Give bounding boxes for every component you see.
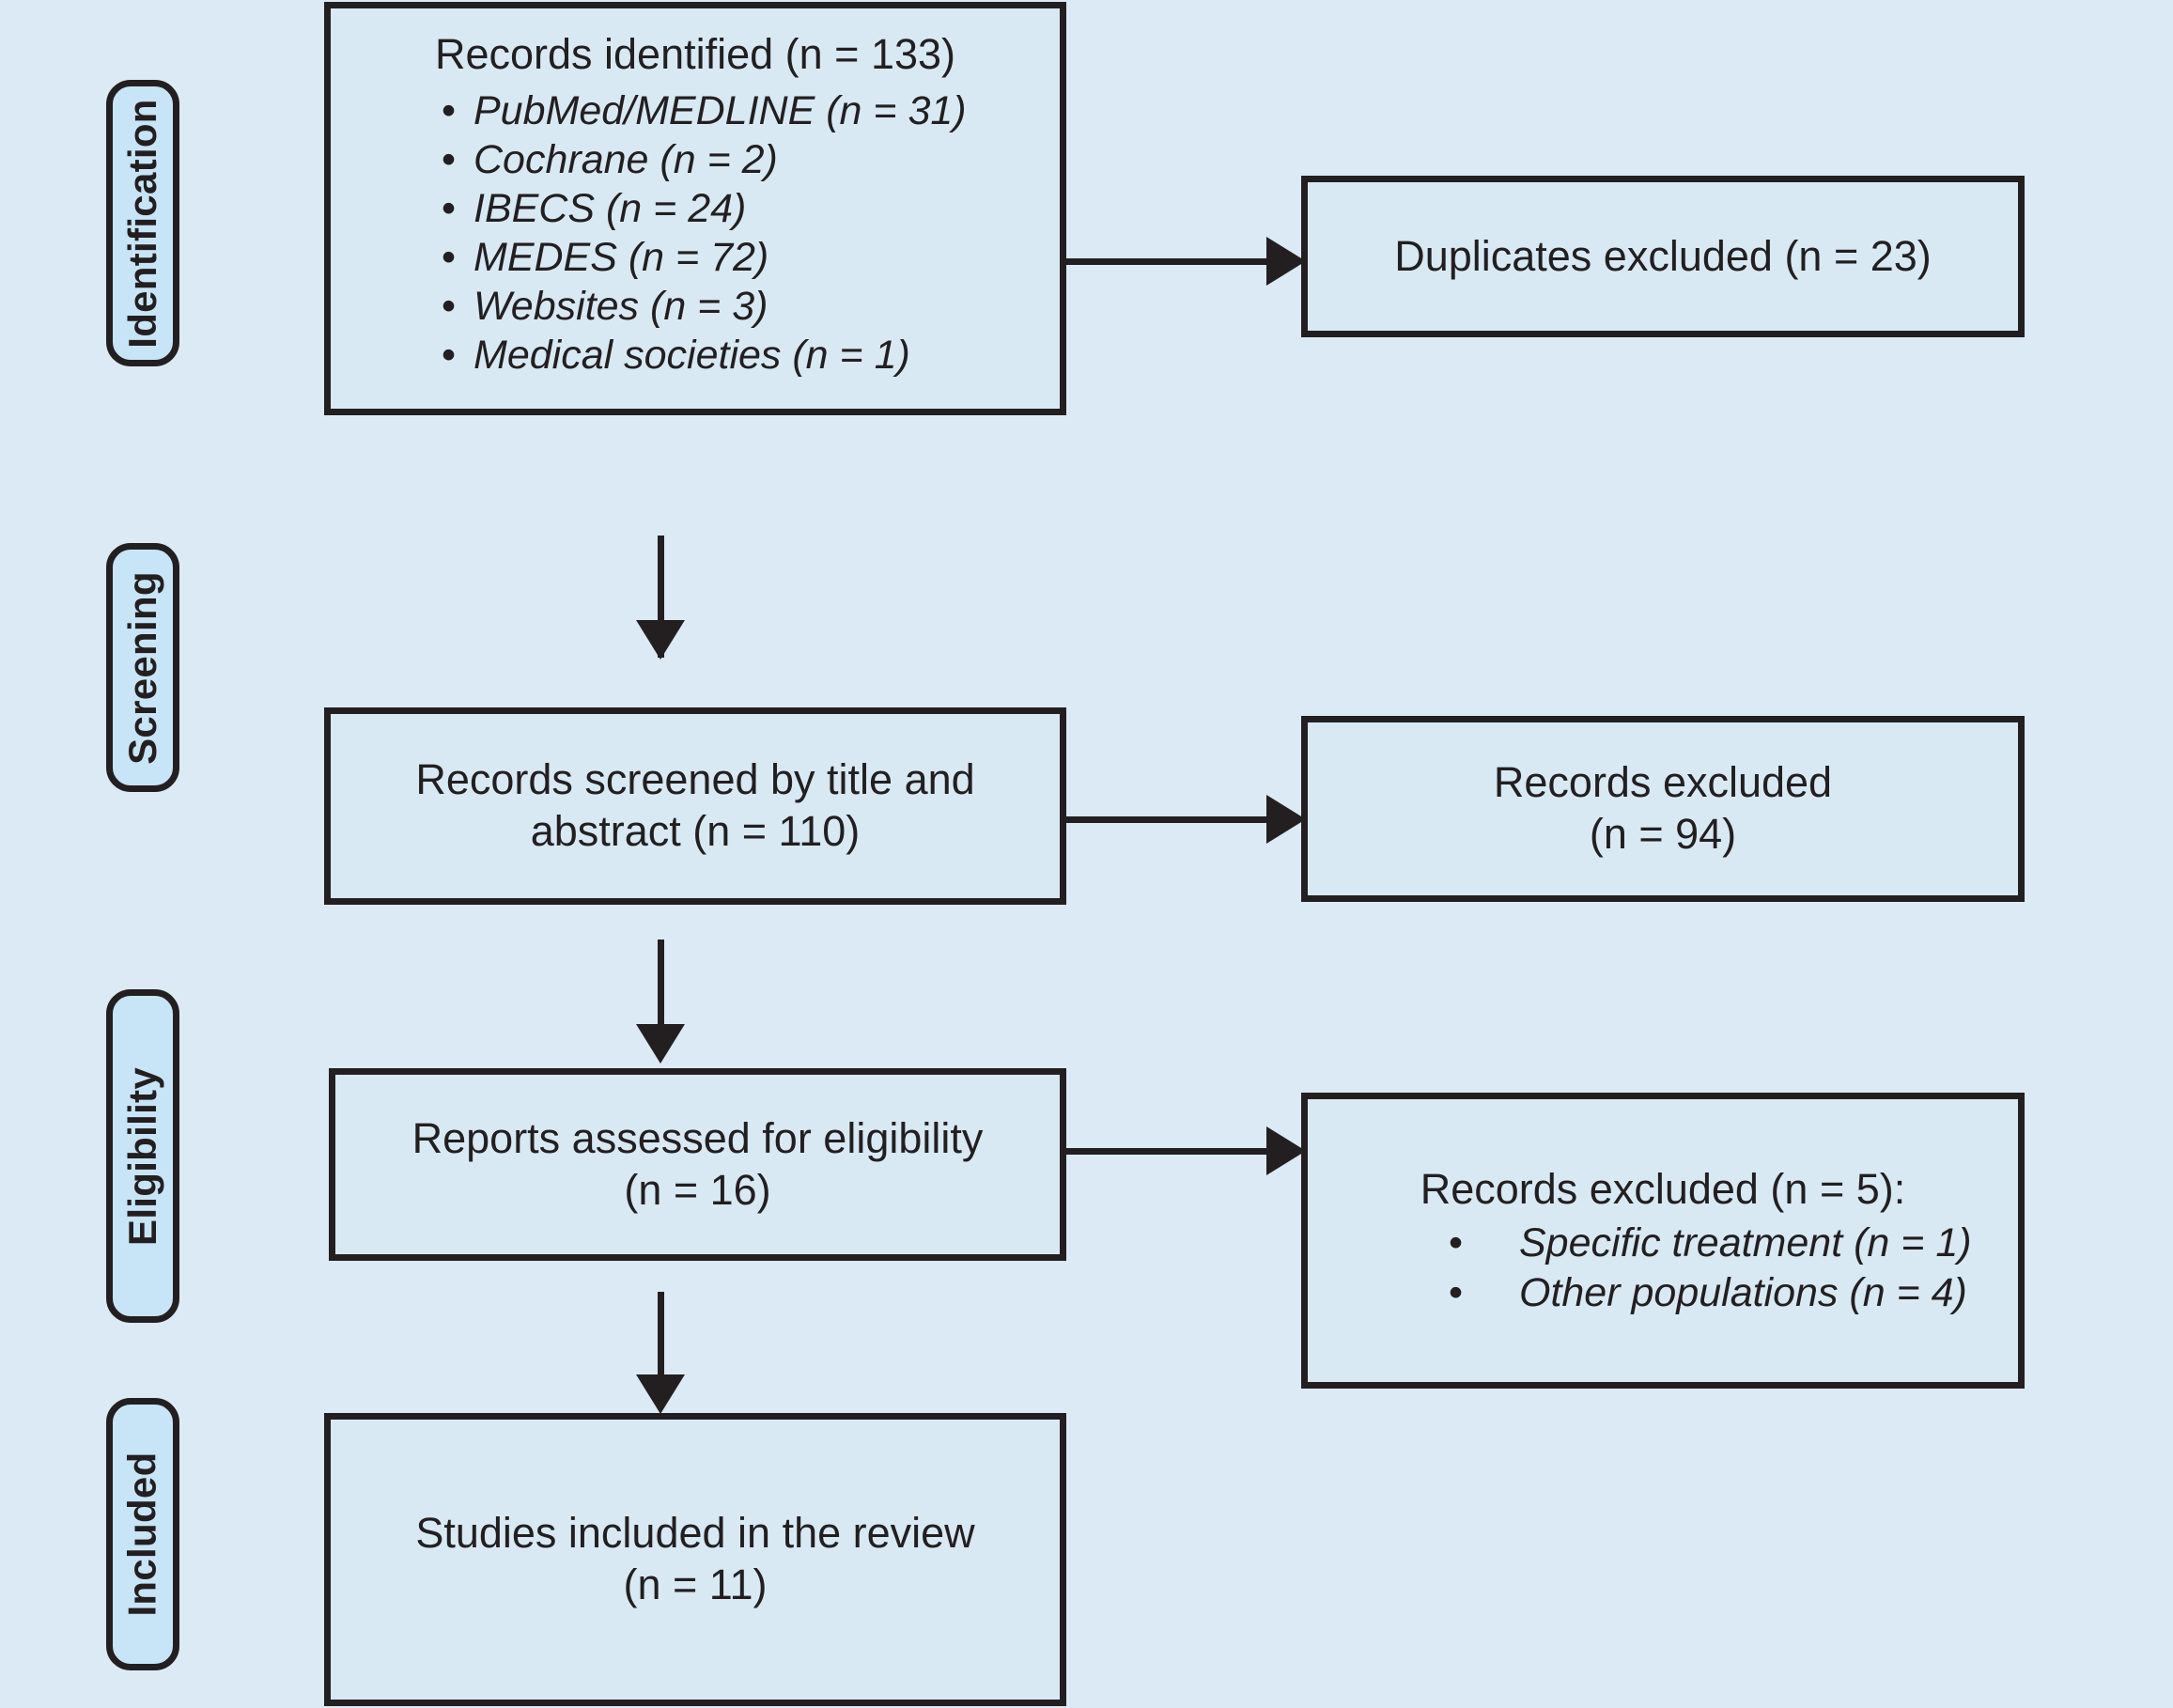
arrowhead-right-excluded-eligibility [1266, 1126, 1306, 1175]
bullet-icon: • [442, 332, 457, 378]
arrowhead-right-duplicates [1266, 237, 1306, 286]
stage-label-included-text: Included [120, 1452, 165, 1617]
bullet-icon: • [442, 185, 457, 231]
list-item-label: IBECS (n = 24) [473, 185, 747, 231]
box-records-screened-title: Records screened by title and abstract (… [415, 755, 975, 855]
bullet-icon: • [442, 136, 457, 182]
list-item-label: Specific treatment (n = 1) [1519, 1220, 1972, 1266]
bullet-icon: • [442, 87, 457, 133]
box-records-excluded-screening: Records excluded (n = 94) [1301, 716, 2025, 902]
box-records-excluded-screening-title: Records excluded (n = 94) [1493, 758, 1833, 858]
list-item-label: PubMed/MEDLINE (n = 31) [473, 87, 967, 133]
stage-label-included: Included [106, 1398, 179, 1670]
stage-label-screening-text: Screening [120, 570, 164, 765]
list-item: • IBECS (n = 24) [442, 184, 1060, 233]
stage-label-eligibility: Eligibility [106, 989, 179, 1323]
bullet-icon: • [1449, 1220, 1464, 1266]
list-item-label: Websites (n = 3) [473, 283, 768, 329]
box-studies-included: Studies included in the review (n = 11) [324, 1413, 1066, 1706]
list-item: • Cochrane (n = 2) [442, 135, 1060, 184]
list-item: • Specific treatment (n = 1) [1449, 1219, 2018, 1267]
connector-assessed-to-included [658, 1292, 664, 1395]
box-records-identified-title: Records identified (n = 133) [434, 30, 956, 78]
bullet-icon: • [442, 234, 457, 280]
list-item-label: Medical societies (n = 1) [473, 332, 910, 378]
stage-label-identification: Identification [106, 80, 179, 366]
box-duplicates-excluded: Duplicates excluded (n = 23) [1301, 176, 2025, 337]
list-item: • Medical societies (n = 1) [442, 331, 1060, 380]
stage-label-eligibility-text: Eligibility [120, 1066, 165, 1246]
box-records-identified: Records identified (n = 133) • PubMed/ME… [324, 2, 1066, 415]
list-item: • Websites (n = 3) [442, 282, 1060, 331]
bullet-icon: • [442, 283, 457, 329]
connector-assessed-to-excluded-eligibility [1066, 1148, 1268, 1155]
excluded-reasons-list: • Specific treatment (n = 1) • Other pop… [1449, 1219, 2018, 1316]
connector-screened-to-assessed [658, 939, 664, 1043]
list-item-label: MEDES (n = 72) [473, 234, 769, 280]
list-item: • Other populations (n = 4) [1449, 1268, 2018, 1317]
records-identified-source-list: • PubMed/MEDLINE (n = 31) • Cochrane (n … [442, 86, 1060, 380]
box-records-excluded-eligibility: Records excluded (n = 5): • Specific tre… [1301, 1093, 2025, 1389]
arrowhead-down-assessed [636, 1024, 685, 1064]
box-reports-assessed-title: Reports assessed for eligibility (n = 16… [411, 1113, 984, 1214]
list-item-label: Other populations (n = 4) [1519, 1269, 1967, 1315]
box-studies-included-title: Studies included in the review (n = 11) [415, 1509, 975, 1608]
arrowhead-down-included [636, 1374, 685, 1414]
box-duplicates-excluded-title: Duplicates excluded (n = 23) [1394, 231, 1932, 280]
stage-label-identification-text: Identification [120, 98, 164, 349]
stage-label-screening: Screening [106, 543, 179, 792]
bullet-icon: • [1449, 1269, 1464, 1315]
connector-identified-to-screened [658, 536, 664, 658]
box-reports-assessed: Reports assessed for eligibility (n = 16… [329, 1068, 1066, 1261]
connector-identified-to-duplicates [1066, 258, 1268, 265]
arrowhead-down-screened [636, 620, 685, 660]
list-item: • MEDES (n = 72) [442, 233, 1060, 282]
arrowhead-right-excluded-screening [1266, 795, 1306, 844]
list-item: • PubMed/MEDLINE (n = 31) [442, 86, 1060, 135]
box-records-screened: Records screened by title and abstract (… [324, 707, 1066, 905]
box-records-excluded-eligibility-title: Records excluded (n = 5): [1420, 1165, 1906, 1214]
list-item-label: Cochrane (n = 2) [473, 136, 778, 182]
connector-screened-to-excluded [1066, 816, 1268, 823]
